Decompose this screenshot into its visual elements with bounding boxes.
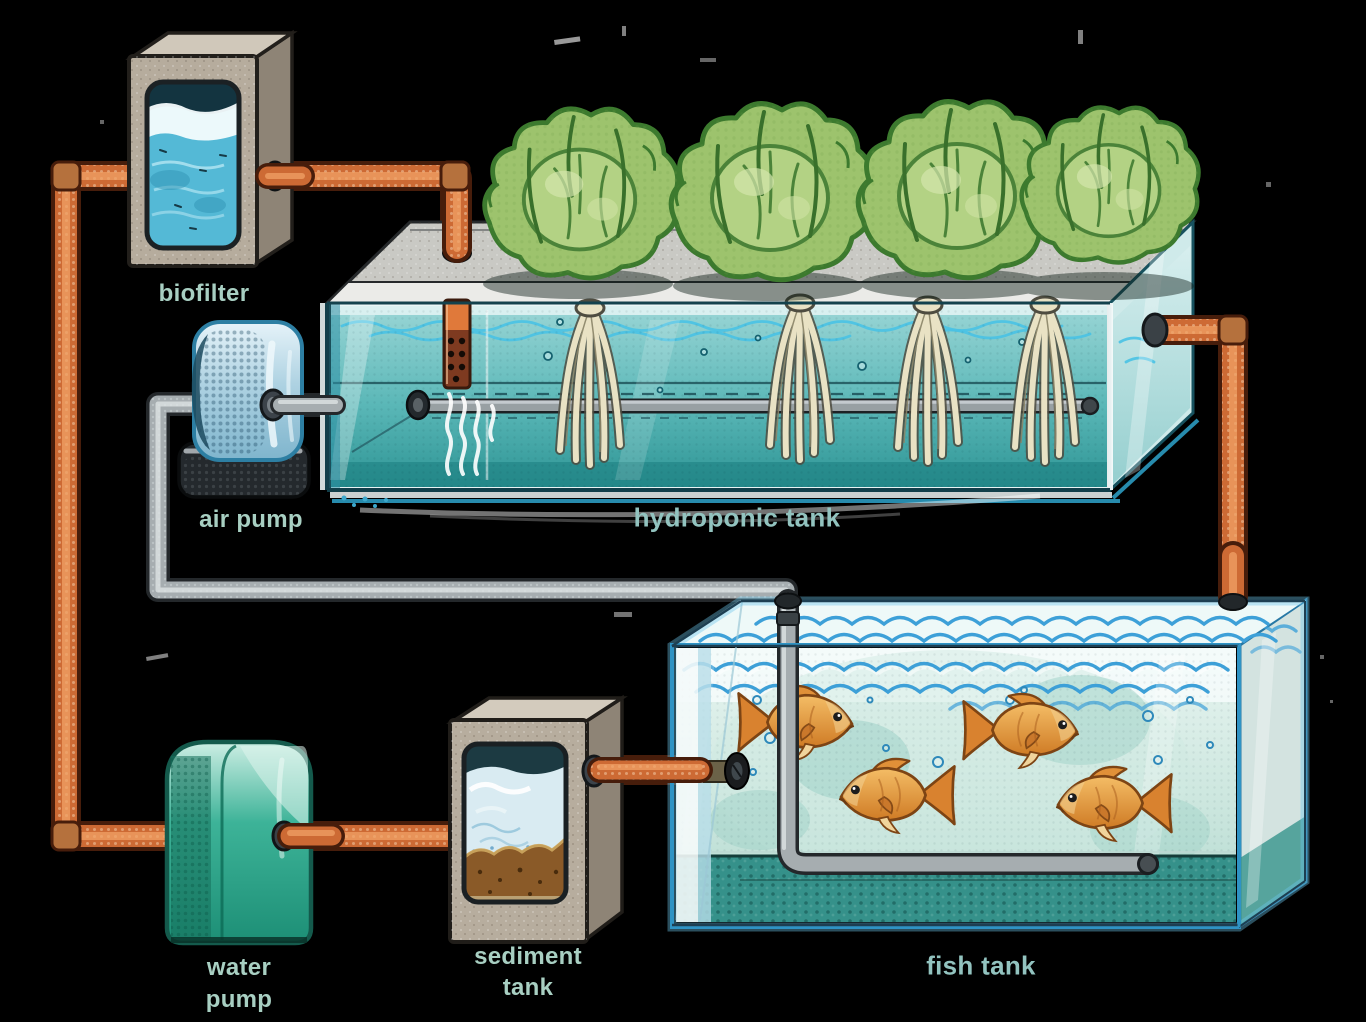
sediment-side [583, 694, 624, 944]
under-tank-highlight [359, 493, 1041, 518]
lettuce-row [483, 102, 1199, 301]
water-flow-marks [445, 392, 496, 476]
label-sediment-tank-line1: sediment [474, 943, 582, 970]
background-speckles [100, 26, 1333, 703]
air-pump [177, 320, 346, 499]
label-water-pump-line1: water [206, 954, 272, 981]
label-biofilter: biofilter [158, 280, 250, 307]
return-pipe-grommet [1218, 593, 1248, 611]
air-diffuser-bar [351, 389, 1100, 453]
air-pipe-grommet [774, 592, 802, 610]
biofilter-window-water [147, 82, 239, 248]
sediment-window-contents [464, 744, 566, 902]
biofilter-side [253, 29, 294, 268]
label-sediment-tank-line2: tank [502, 974, 554, 1001]
copper-return-pipe [1141, 312, 1249, 613]
lettuce-shadows [483, 269, 1194, 301]
fishtank-left-wall [676, 601, 743, 922]
label-air-pump: air pump [199, 506, 303, 533]
tank-wall-grommet [1141, 312, 1169, 348]
water-pump [164, 739, 345, 946]
biofilter [125, 29, 315, 268]
sediment-tank [446, 694, 713, 944]
splash-dots [341, 495, 388, 508]
fishtank-air-pipe [776, 589, 1159, 875]
water-inlet-diffuser [439, 160, 496, 476]
hydroponic-tank [320, 160, 1200, 524]
inlet-nozzle [703, 752, 750, 790]
label-water-pump-line2: pump [205, 986, 273, 1013]
fish-tank [667, 541, 1310, 932]
fishtank-surface [672, 600, 1306, 645]
label-hydroponic-tank: hydroponic tank [633, 502, 841, 533]
label-fish-tank: fish tank [926, 950, 1036, 981]
